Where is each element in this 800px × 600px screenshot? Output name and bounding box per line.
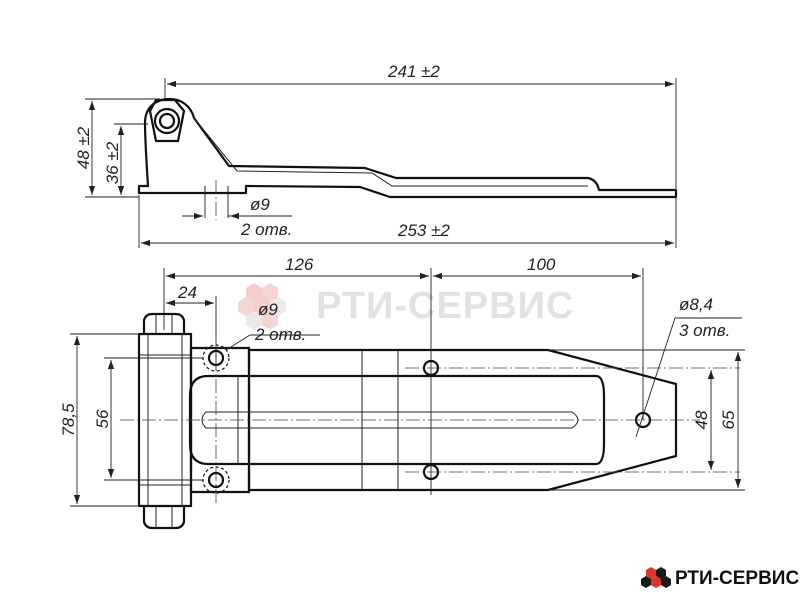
side-view: ø9 2 отв. 241 ±2 253 ±2 48 ±2 36 ±2 [74, 62, 678, 248]
dim-24: 24 [177, 283, 197, 302]
hinge-slot-rib [188, 374, 606, 466]
brand-name: РТИ-СЕРВИС [675, 568, 799, 589]
dim-253: 253 ±2 [397, 221, 450, 240]
bottom-nut-icon [142, 506, 186, 530]
watermark: РТИ-СЕРВИС [238, 283, 574, 330]
top-nut-icon [142, 312, 186, 334]
top-view: 126 100 24 [59, 255, 745, 530]
side-hole-count: 2 отв. [240, 220, 292, 239]
dim-100: 100 [527, 255, 556, 274]
side-hole-diameter: ø9 [250, 195, 270, 214]
bolt-nut-icon [148, 98, 186, 143]
top-hole-diameter-left: ø9 [258, 300, 278, 319]
top-hole-count-left: 2 отв. [254, 325, 306, 344]
brand-logo-icon [641, 567, 671, 588]
watermark-logo-icon [238, 283, 286, 330]
watermark-text: РТИ-СЕРВИС [316, 285, 574, 327]
dim-241: 241 ±2 [387, 62, 440, 81]
dim-36: 36 ±2 [103, 141, 122, 184]
dim-48: 48 ±2 [74, 126, 93, 169]
dim-56: 56 [93, 409, 112, 428]
dim-48-right: 48 [692, 410, 711, 429]
top-hole-count-right: 3 отв. [679, 321, 730, 340]
brand-logo: РТИ-СЕРВИС [641, 567, 799, 589]
dim-78-5: 78,5 [59, 403, 78, 437]
dim-65: 65 [719, 410, 738, 429]
top-hole-diameter-right: ø8,4 [679, 295, 713, 314]
dim-126: 126 [285, 255, 314, 274]
side-profile-outline [137, 97, 678, 199]
